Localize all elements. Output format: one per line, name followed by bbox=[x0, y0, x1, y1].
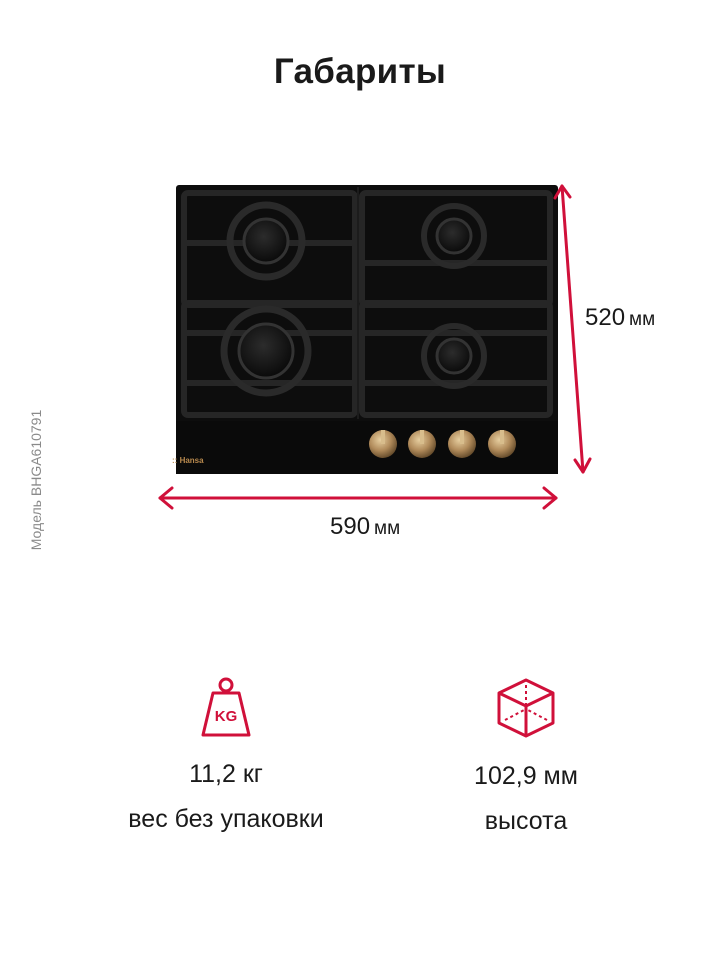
height-value: 102,9 мм bbox=[474, 762, 578, 790]
page-title: Габариты bbox=[273, 52, 447, 91]
spec-weight: KG 11,2 кг вес без упаковки bbox=[76, 676, 376, 835]
control-knob bbox=[369, 430, 397, 458]
weight-label: вес без упаковки bbox=[128, 805, 324, 833]
gas-hob-image bbox=[176, 183, 558, 474]
weight-kg-icon: KG bbox=[201, 677, 251, 737]
cube-dimensions-icon bbox=[497, 678, 555, 738]
control-knob bbox=[448, 430, 476, 458]
model-caption: Модель BHGA610791 bbox=[28, 409, 44, 551]
burner bbox=[421, 203, 487, 269]
depth-arrow bbox=[560, 184, 585, 474]
height-label: высота bbox=[484, 807, 568, 835]
control-knob bbox=[408, 430, 436, 458]
control-knob bbox=[488, 430, 516, 458]
spec-height: 102,9 мм высота bbox=[376, 676, 676, 837]
burner bbox=[226, 201, 306, 281]
svg-text:KG: KG bbox=[215, 708, 238, 725]
burner bbox=[220, 305, 312, 397]
weight-value: 11,2 кг bbox=[189, 760, 263, 788]
burner bbox=[421, 323, 487, 389]
brand-logo: :: Hansa bbox=[172, 456, 204, 465]
